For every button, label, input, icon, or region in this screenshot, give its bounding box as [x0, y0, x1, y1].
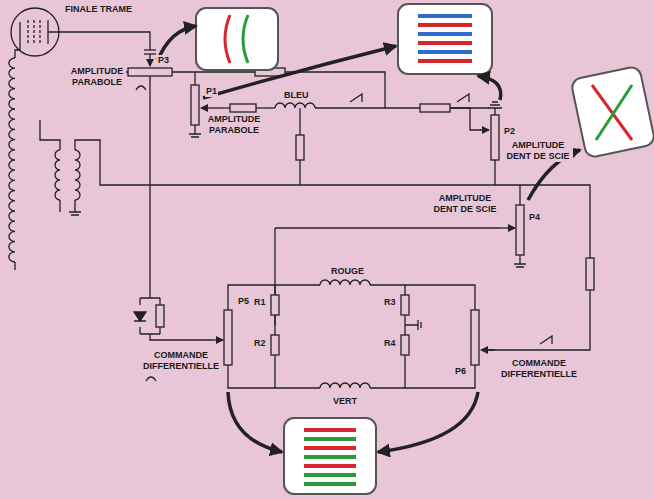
screen-4	[284, 418, 376, 494]
resistor-label: R3	[383, 297, 397, 308]
potentiometer-label: P3	[157, 55, 170, 66]
potentiometer-label: P5	[237, 296, 250, 307]
resistor-label: R4	[383, 338, 397, 349]
p1-potentiometer	[191, 85, 199, 125]
control-label: COMMANDE DIFFERENTIELLE	[498, 358, 580, 380]
potentiometer-label: P1	[205, 86, 218, 97]
coil-label: BLEU	[283, 90, 310, 101]
tube-label: FINALE TRAME	[64, 4, 133, 15]
transformer-coil	[75, 150, 80, 200]
p5-potentiometer	[224, 310, 232, 365]
resistor-label: R2	[253, 338, 267, 349]
green-coil	[320, 383, 370, 388]
control-label: AMPLITUDE PARABOLE	[205, 114, 263, 136]
potentiometer-label: P2	[503, 126, 516, 137]
blue-coil	[275, 103, 315, 108]
p3-potentiometer	[128, 68, 172, 76]
screen-1	[196, 8, 278, 70]
potentiometer-label: P6	[454, 366, 467, 377]
control-label: COMMANDE DIFFERENTIELLE	[140, 350, 222, 372]
p4-potentiometer	[516, 205, 524, 255]
coil-label: VERT	[332, 396, 358, 407]
screen-3	[570, 66, 654, 159]
control-label: AMPLITUDE PARABOLE	[68, 66, 126, 88]
deflection-coil	[9, 58, 15, 262]
coil-label: ROUGE	[330, 266, 365, 277]
control-label: AMPLITUDE DENT DE SCIE	[503, 140, 573, 162]
screen-2	[398, 4, 492, 74]
transformer-primary	[40, 120, 60, 212]
resistor-label: R1	[253, 297, 267, 308]
potentiometer-label: P4	[528, 212, 541, 223]
control-label: AMPLITUDE DENT DE SCIE	[430, 193, 500, 215]
red-coil	[320, 280, 370, 285]
p2-potentiometer	[491, 115, 499, 160]
p6-potentiometer	[471, 310, 479, 365]
